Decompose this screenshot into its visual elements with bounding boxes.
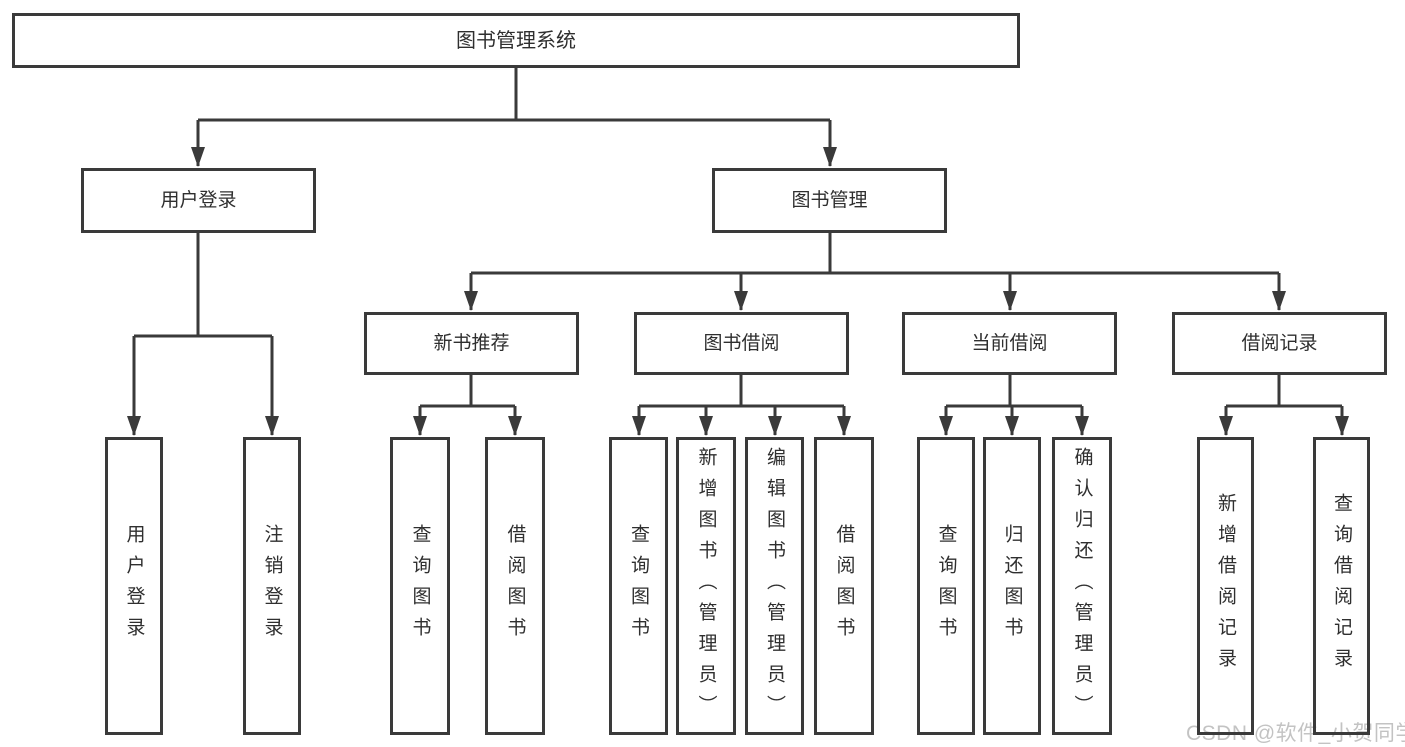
- connector-rec-split: [420, 375, 515, 408]
- connector-login-split: [134, 233, 272, 338]
- node-user-login-leaf: 用户登录: [105, 437, 163, 735]
- node-current-borrowing: 当前借阅: [902, 312, 1117, 375]
- node-library-system: 图书管理系统: [12, 13, 1020, 68]
- node-logout: 注销登录: [243, 437, 301, 735]
- connector-mgmt-split: [471, 233, 1279, 275]
- node-confirm-return-admin: 确认归还（管理员）: [1052, 437, 1112, 735]
- node-book-borrowing: 图书借阅: [634, 312, 849, 375]
- connector-borrow-split: [639, 375, 844, 408]
- node-query-books-rec: 查询图书: [390, 437, 450, 735]
- connector-current-split: [946, 375, 1082, 408]
- node-add-borrow-record: 新增借阅记录: [1197, 437, 1254, 735]
- node-query-books-borrow: 查询图书: [609, 437, 668, 735]
- node-borrow-books-borrow: 借阅图书: [814, 437, 874, 735]
- connector-root-split: [198, 68, 830, 122]
- node-user-login: 用户登录: [81, 168, 316, 233]
- watermark: CSDN @软件_小贺同学: [1186, 722, 1405, 745]
- node-return-book: 归还图书: [983, 437, 1041, 735]
- node-borrow-books-rec: 借阅图书: [485, 437, 545, 735]
- node-query-borrow-record: 查询借阅记录: [1313, 437, 1370, 735]
- node-borrowing-records: 借阅记录: [1172, 312, 1387, 375]
- node-edit-book-admin: 编辑图书（管理员）: [745, 437, 804, 735]
- connector-records-split: [1226, 375, 1342, 408]
- node-query-books-current: 查询图书: [917, 437, 975, 735]
- node-add-book-admin: 新增图书（管理员）: [676, 437, 736, 735]
- node-book-management: 图书管理: [712, 168, 947, 233]
- node-new-book-recommend: 新书推荐: [364, 312, 579, 375]
